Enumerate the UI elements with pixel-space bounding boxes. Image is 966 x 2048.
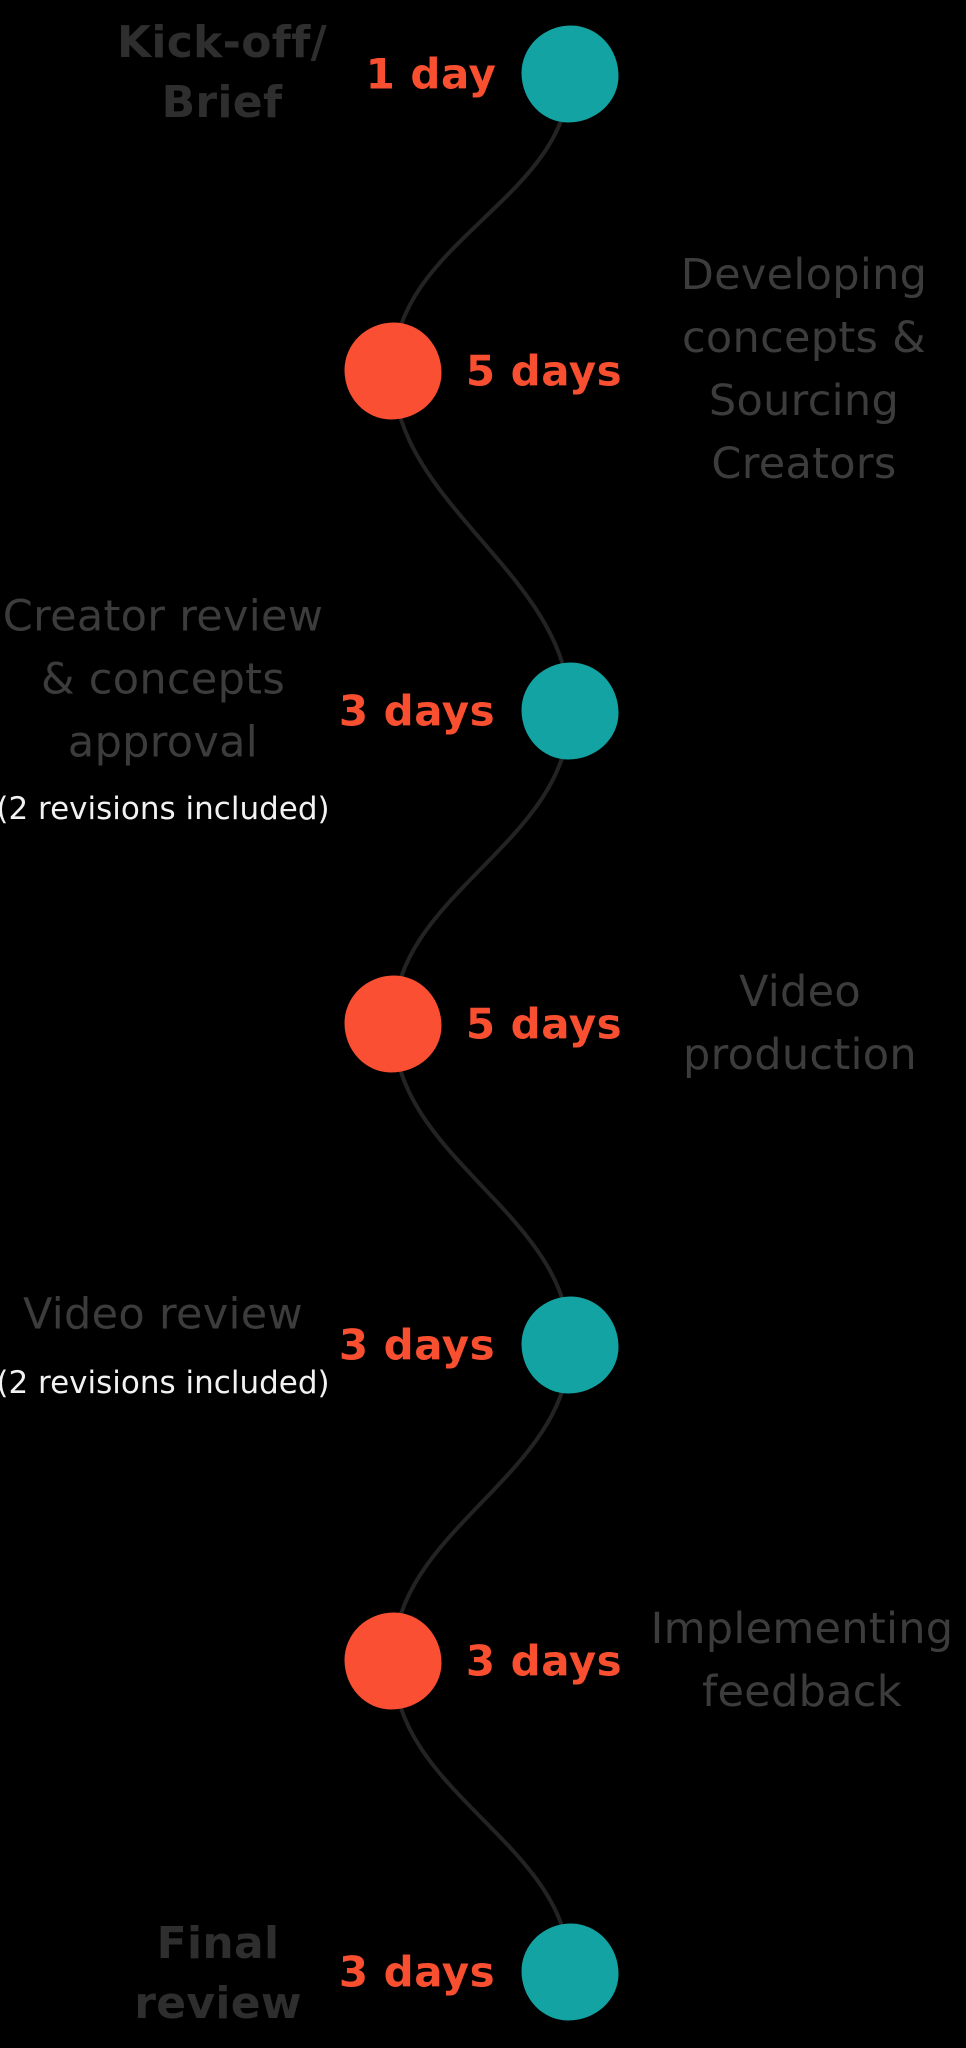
stage-label-implementing-feedback: Implementing feedback [651, 1598, 954, 1724]
duration-final-review: 3 days [338, 1947, 496, 1997]
duration-developing-concepts: 5 days [465, 346, 623, 396]
stage-label-line: Implementing [650, 1604, 954, 1654]
node-circle-video-review [521, 1296, 619, 1394]
stage-label-line: Kick-off/ [116, 17, 328, 68]
stage-label-line: Developing [680, 250, 928, 300]
stage-label-line: production [683, 1030, 917, 1080]
node-circle-creator-review [521, 662, 619, 760]
node-circle-implementing-feedback [344, 1612, 442, 1710]
stage-label-line: review [134, 1978, 302, 2029]
duration-kickoff: 1 day [365, 49, 497, 99]
node-circle-developing-concepts [344, 322, 442, 420]
stage-label-line: Sourcing [708, 376, 900, 426]
duration-video-review: 3 days [338, 1320, 496, 1370]
stage-label-line: Creators [711, 439, 897, 489]
stage-label-developing-concepts: Developing concepts & Sourcing Creators [681, 244, 928, 496]
stage-label-line: concepts & [681, 313, 927, 363]
revisions-note-creator-review: (2 revisions included) [0, 791, 330, 827]
revisions-note-video-review: (2 revisions included) [0, 1365, 330, 1401]
stage-label-kickoff: Kick-off/ Brief [117, 13, 327, 133]
stage-label-line: approval [67, 717, 259, 768]
stage-label-final-review: Final review [134, 1914, 302, 2034]
stage-label-video-review: Video review [23, 1284, 303, 1347]
stage-label-creator-review: Creator review & concepts approval [3, 586, 324, 775]
node-circle-video-production [344, 975, 442, 1073]
stage-label-line: Final [156, 1918, 280, 1969]
stage-label-video-production: Video production [683, 961, 917, 1087]
duration-video-production: 5 days [465, 999, 623, 1049]
stage-label-line: Video review [23, 1289, 303, 1340]
node-circle-kickoff [521, 25, 619, 123]
stage-label-line: Brief [161, 77, 283, 128]
stage-label-line: & concepts [40, 654, 286, 705]
duration-implementing-feedback: 3 days [465, 1636, 623, 1686]
stage-label-line: Creator review [2, 591, 324, 642]
stage-label-line: Video [739, 967, 861, 1017]
stage-label-line: feedback [702, 1667, 902, 1717]
node-circle-final-review [521, 1923, 619, 2021]
duration-creator-review: 3 days [338, 686, 496, 736]
